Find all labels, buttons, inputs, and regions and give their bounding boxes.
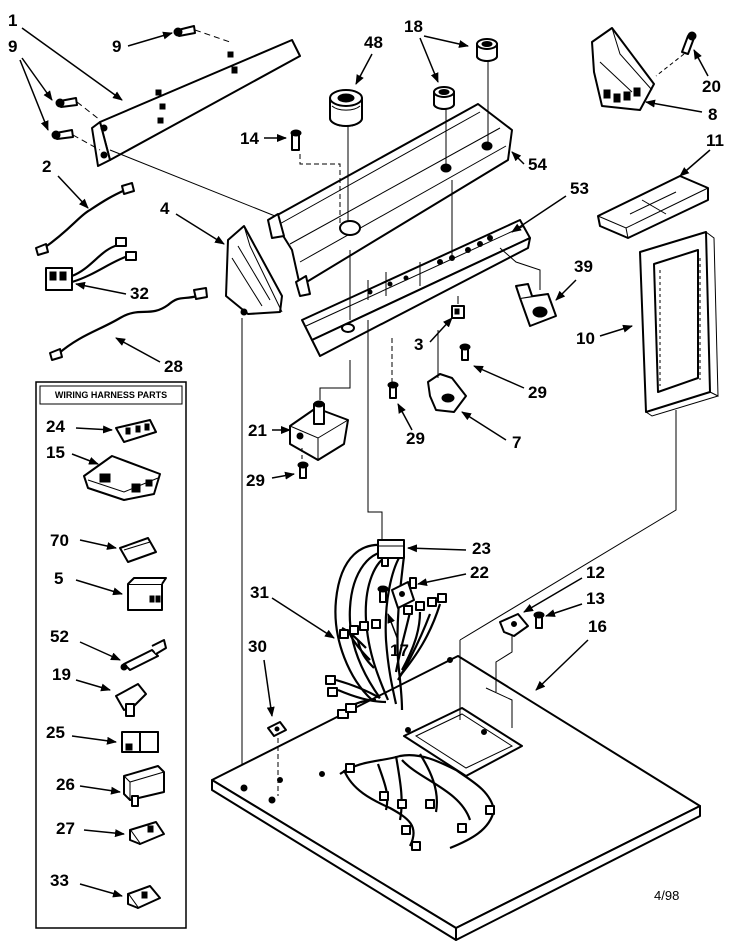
connector-part (127, 577, 167, 611)
callout-13: 13 (586, 589, 605, 608)
connector-part (121, 731, 159, 753)
callout-22: 22 (470, 563, 489, 582)
callout-30: 30 (248, 637, 267, 656)
callout-3: 3 (414, 335, 423, 354)
control-bracket-part (301, 219, 531, 357)
callout-31: 31 (250, 583, 269, 602)
screw-icon (533, 611, 545, 629)
lint-housing-part (639, 231, 719, 417)
wire-lead-part (49, 287, 208, 361)
callout-53: 53 (570, 179, 589, 198)
callout-26: 26 (56, 775, 75, 794)
screw-icon (51, 129, 74, 140)
callout-70: 70 (50, 531, 69, 550)
lint-filter-icon (597, 175, 709, 239)
screw-icon (681, 31, 697, 55)
callout-33: 33 (50, 871, 69, 890)
connector-part (115, 419, 157, 443)
screw-icon (459, 343, 471, 361)
mounting-bracket-part (91, 39, 301, 167)
callout-23: 23 (472, 539, 491, 558)
callout-10: 10 (576, 329, 595, 348)
cabinet-top-base-icon (211, 655, 701, 941)
callout-19: 19 (52, 665, 71, 684)
terminal-part (120, 639, 167, 671)
callout-29-center: 29 (406, 429, 425, 448)
clip-part (267, 721, 287, 737)
callout-27: 27 (56, 819, 75, 838)
callout-54: 54 (528, 155, 547, 174)
knob-icon (476, 38, 498, 144)
callout-39: 39 (574, 257, 593, 276)
wire-lead-part (35, 182, 135, 256)
callout-17: 17 (390, 641, 409, 660)
callout-25: 25 (46, 723, 65, 742)
callout-48: 48 (364, 33, 383, 52)
callout-32: 32 (130, 284, 149, 303)
date-code: 4/98 (654, 888, 679, 903)
callout-21: 21 (248, 421, 267, 440)
switch-part (515, 283, 557, 327)
callout-7: 7 (512, 433, 521, 452)
callout-12: 12 (586, 563, 605, 582)
knob-icon (433, 86, 455, 166)
switch-housing-part (591, 27, 655, 111)
callout-20: 20 (702, 77, 721, 96)
callout-29: 29 (528, 383, 547, 402)
callout-28: 28 (164, 357, 183, 376)
inset-title: WIRING HARNESS PARTS (55, 390, 167, 400)
screw-icon (377, 585, 389, 603)
connector-part (129, 821, 165, 845)
screw-icon (297, 461, 309, 479)
console-panel-icon (267, 103, 513, 297)
callout-15: 15 (46, 443, 65, 462)
callout-14: 14 (240, 129, 259, 148)
screw-icon (387, 381, 399, 399)
connector-housing-part (123, 765, 165, 807)
connector-part (377, 539, 405, 567)
timer-part (289, 400, 349, 461)
wiring-harness-icon (339, 753, 496, 851)
callout-9-top: 9 (112, 37, 121, 56)
end-cap-icon (225, 225, 283, 316)
callout-5: 5 (54, 569, 63, 588)
connector-part (391, 577, 417, 609)
wiring-harness-icon (325, 543, 447, 719)
callout-18: 18 (404, 17, 423, 36)
clip-part (115, 683, 147, 717)
callout-1: 1 (8, 11, 17, 30)
screw-icon (173, 25, 196, 37)
clip-part (499, 613, 529, 637)
connector-part (451, 305, 465, 319)
callout-16: 16 (588, 617, 607, 636)
connector-part (119, 537, 157, 563)
callout-4: 4 (160, 199, 170, 218)
callout-29-left: 29 (246, 471, 265, 490)
wire-connector-part (45, 237, 137, 291)
knob-icon (329, 89, 363, 222)
connector-part (127, 885, 161, 909)
callout-9: 9 (8, 37, 17, 56)
thermostat-part (427, 373, 467, 413)
screw-icon (55, 97, 78, 108)
callout-8: 8 (708, 105, 717, 124)
connector-block-part (83, 455, 161, 501)
callout-52: 52 (50, 627, 69, 646)
callout-24: 24 (46, 417, 65, 436)
callout-2: 2 (42, 157, 51, 176)
callout-11: 11 (706, 131, 724, 150)
screw-icon (290, 129, 302, 151)
